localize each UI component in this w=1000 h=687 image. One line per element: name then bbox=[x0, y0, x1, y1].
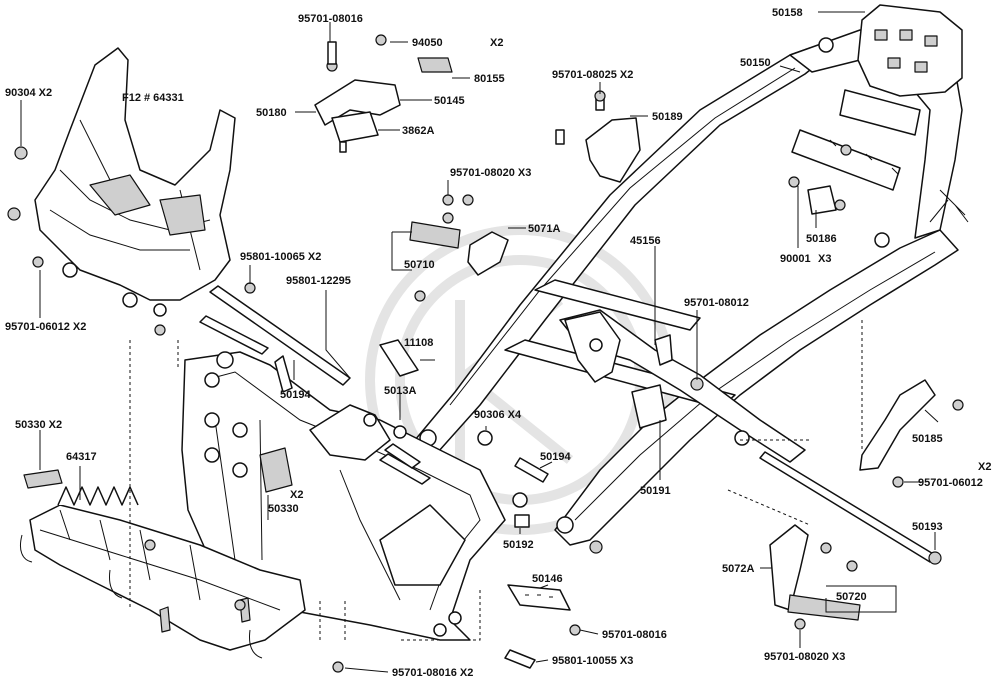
label-64317: 64317 bbox=[66, 451, 97, 463]
label-50186: 50186 bbox=[806, 233, 837, 245]
label-95801-10055: 95801-10055 X3 bbox=[552, 655, 633, 667]
front-frame bbox=[181, 285, 506, 641]
label-50191: 50191 bbox=[640, 485, 671, 497]
label-95701-08016-x2: 95701-08016 X2 bbox=[392, 667, 473, 679]
label-95701-08012-mid: 95701-08012 bbox=[684, 297, 749, 309]
label-x2-right: X2 bbox=[978, 461, 991, 473]
label-50185: 50185 bbox=[912, 433, 943, 445]
label-90001: 90001 bbox=[780, 253, 811, 265]
leader-lines bbox=[20, 11, 939, 673]
label-94050: 94050 bbox=[412, 37, 443, 49]
label-90304: 90304 X2 bbox=[5, 87, 52, 99]
label-95701-06012-right: 95701-06012 bbox=[918, 477, 983, 489]
label-50145: 50145 bbox=[434, 95, 465, 107]
label-5071a: 5071A bbox=[528, 223, 560, 235]
label-50330: 50330 bbox=[268, 503, 299, 515]
label-95701-08020-bottom: 95701-08020 X3 bbox=[764, 651, 845, 663]
label-95701-08016-top: 95701-08016 bbox=[298, 13, 363, 25]
label-95701-08016-bottom: 95701-08016 bbox=[602, 629, 667, 641]
main-frame bbox=[414, 4, 969, 546]
callout-labels: 50158 95701-08016 94050 X2 80155 50150 9… bbox=[5, 7, 991, 679]
label-45156: 45156 bbox=[630, 235, 661, 247]
label-f12-64331: F12 # 64331 bbox=[122, 92, 184, 104]
label-50180: 50180 bbox=[256, 107, 287, 119]
label-50158: 50158 bbox=[772, 7, 803, 19]
label-11108: 11108 bbox=[404, 337, 433, 349]
label-50193: 50193 bbox=[912, 521, 943, 533]
label-95801-12295: 95801-12295 bbox=[286, 275, 351, 287]
label-80155: 80155 bbox=[474, 73, 505, 85]
label-95701-08020-mid: 95701-08020 X3 bbox=[450, 167, 531, 179]
label-5072a: 5072A bbox=[722, 563, 754, 575]
label-50710: 50710 bbox=[404, 259, 435, 271]
label-50189: 50189 bbox=[652, 111, 683, 123]
label-50192: 50192 bbox=[503, 539, 534, 551]
label-50330-x2: 50330 X2 bbox=[15, 419, 62, 431]
label-50150: 50150 bbox=[740, 57, 771, 69]
label-95801-10065: 95801-10065 X2 bbox=[240, 251, 321, 263]
label-95701-08025: 95701-08025 X2 bbox=[552, 69, 633, 81]
label-95701-06012-left: 95701-06012 X2 bbox=[5, 321, 86, 333]
small-parts bbox=[7, 34, 964, 673]
label-50146: 50146 bbox=[532, 573, 563, 585]
label-x3-right: X3 bbox=[818, 253, 831, 265]
label-3862a: 3862A bbox=[402, 125, 434, 137]
label-5013a: 5013A bbox=[384, 385, 416, 397]
front-lower-bracket bbox=[19, 486, 306, 659]
front-upper-bracket bbox=[34, 47, 236, 317]
label-90306: 90306 X4 bbox=[474, 409, 522, 421]
label-50194-upper: 50194 bbox=[280, 389, 311, 401]
label-50194-lower: 50194 bbox=[540, 451, 571, 463]
label-x2-top: X2 bbox=[490, 37, 503, 49]
label-x2-mid: X2 bbox=[290, 489, 303, 501]
label-50720: 50720 bbox=[836, 591, 867, 603]
